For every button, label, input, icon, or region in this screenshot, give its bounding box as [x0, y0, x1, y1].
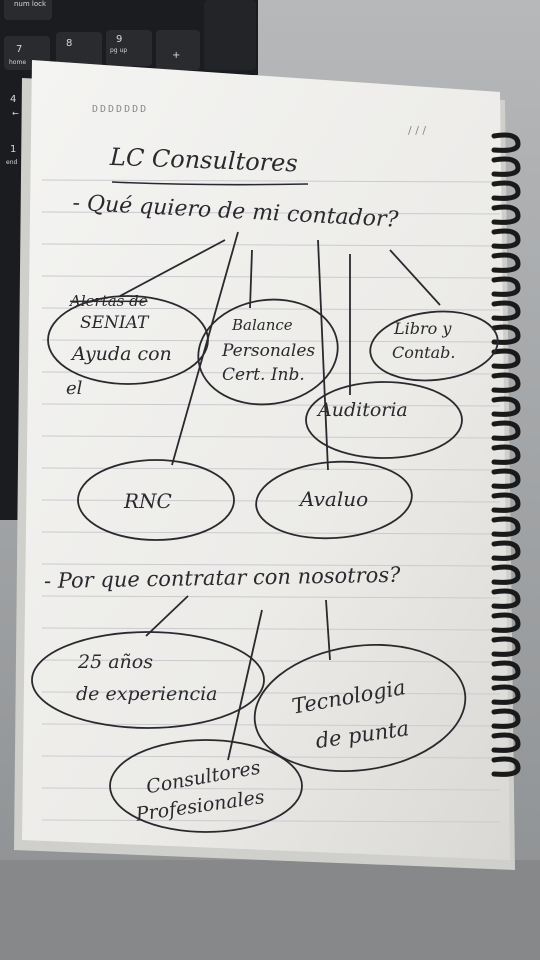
- bubble-auditoria-text: Auditoria: [316, 399, 408, 421]
- key-1-sublabel: end: [6, 159, 17, 166]
- key-7-label: 7: [16, 44, 22, 55]
- key-plus-label: +: [172, 50, 180, 61]
- bubble-rnc-text: RNC: [123, 489, 172, 513]
- bubble-libro-line-2: Contab.: [392, 343, 455, 362]
- bubble-seniat-line-1: Alertas de: [68, 292, 148, 310]
- bubble-auditoria: Auditoria: [305, 381, 463, 459]
- key-1-label: 1: [10, 144, 16, 155]
- bubble-balance-line-3: Cert. Inb.: [222, 365, 305, 385]
- key-9-label: 9: [116, 34, 122, 45]
- bubble-experiencia-line-2: de experiencia: [76, 683, 218, 705]
- page-title: LC Consultores: [109, 143, 299, 178]
- title-underline: [111, 181, 309, 186]
- key-plus: [156, 30, 200, 70]
- connector-lines-1: [119, 231, 441, 471]
- key-9-sublabel: pg up: [110, 47, 127, 54]
- bubble-rnc: RNC: [77, 459, 235, 541]
- bubble-avaluo: Avaluo: [255, 460, 413, 540]
- connector-lines-2: [145, 595, 331, 761]
- key-num-lock: [4, 0, 52, 20]
- notebook: DDDDDDD / / / LC Consultores - Qué quier…: [14, 60, 521, 870]
- key-7-sublabel: home: [9, 59, 26, 66]
- bubble-balance-line-2: Personales: [221, 341, 315, 361]
- notebook-brand: DDDDDDD: [92, 104, 148, 115]
- bubble-seniat: Alertas de SENIAT Ayuda con el: [47, 292, 209, 399]
- bubble-experiencia: 25 años de experiencia: [31, 631, 265, 729]
- key-8: [56, 32, 102, 68]
- bubble-balance-line-1: Balance: [231, 316, 293, 334]
- bubble-seniat-line-3: Ayuda con: [70, 343, 172, 365]
- bubble-libro: Libro y Contab.: [369, 310, 499, 382]
- key-4-label: 4: [10, 94, 16, 105]
- bubble-libro-line-1: Libro y: [393, 319, 452, 338]
- ruled-lines: [41, 179, 501, 823]
- key-9: [106, 30, 152, 66]
- desk-shadow: [0, 860, 540, 960]
- bubble-avaluo-text: Avaluo: [298, 487, 368, 511]
- key-num-lock-label: num lock: [14, 0, 47, 8]
- key-4-sublabel: ←: [12, 109, 19, 118]
- notebook-date: / / /: [408, 124, 426, 137]
- bubble-seniat-line-2: SENIAT: [80, 313, 150, 333]
- key-8-label: 8: [66, 38, 72, 49]
- spiral-binding: [491, 132, 521, 777]
- bubble-seniat-line-4: el: [66, 378, 83, 399]
- bubble-experiencia-line-1: 25 años: [77, 651, 153, 673]
- bubble-balance: Balance Personales Cert. Inb.: [197, 298, 339, 406]
